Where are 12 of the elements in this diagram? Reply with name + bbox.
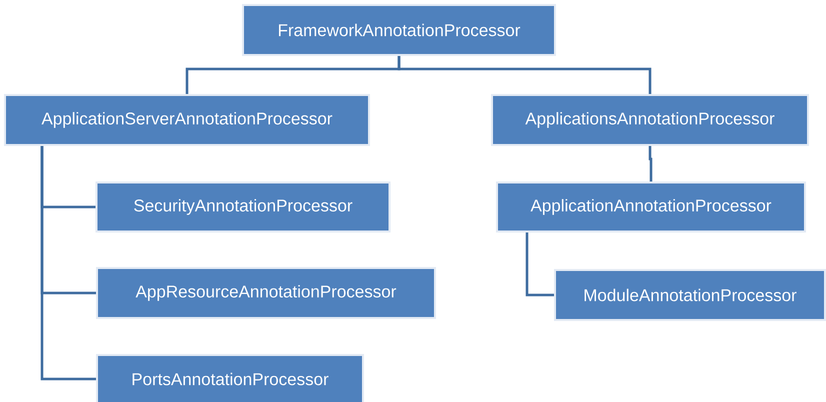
class-box: PortsAnnotationProcessor xyxy=(96,354,364,402)
class-box: ModuleAnnotationProcessor xyxy=(554,269,826,321)
class-box: AppResourceAnnotationProcessor xyxy=(96,267,436,319)
class-box: SecurityAnnotationProcessor xyxy=(96,182,390,232)
connector-line xyxy=(526,232,554,296)
class-box: ApplicationAnnotationProcessor xyxy=(496,182,806,232)
connector-line xyxy=(40,146,96,380)
connector-line xyxy=(648,146,652,182)
class-box: FrameworkAnnotationProcessor xyxy=(242,4,556,56)
connector-line xyxy=(398,56,652,94)
class-box: ApplicationServerAnnotationProcessor xyxy=(4,94,370,146)
class-box: ApplicationsAnnotationProcessor xyxy=(491,94,809,146)
